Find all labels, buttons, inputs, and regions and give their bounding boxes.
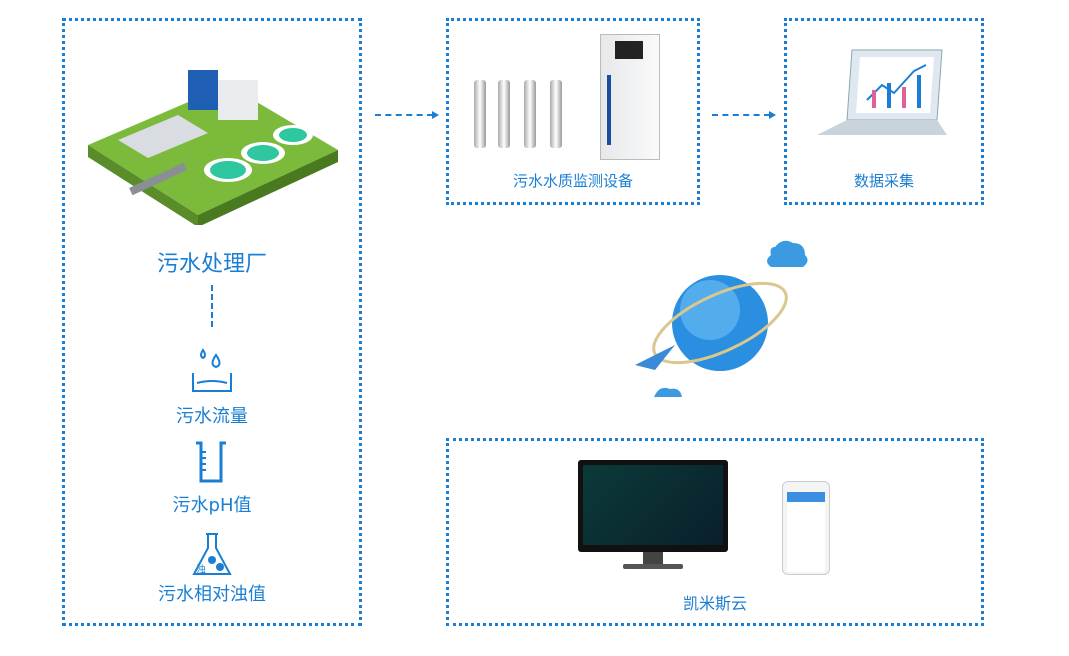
cloud-box [446,438,984,626]
arrow-plant-to-device [375,111,439,119]
collect-box [784,18,984,205]
metric-turbidity-label: 污水相对浊值 [158,584,266,605]
plant-box [62,18,362,626]
flask-icon-text: 浊 [196,565,206,576]
arrow-device-to-collect [712,111,776,119]
laptop-chart-image [817,49,947,135]
treatment-plant-image [88,70,338,225]
device-label: 污水水质监测设备 [512,172,633,190]
phone-app-image [782,481,830,575]
plant-title: 污水处理厂 [156,252,267,277]
collect-label: 数据采集 [853,172,914,190]
flask-icon [192,533,232,575]
sensor-probes-image [470,80,570,150]
monitor-dashboard-image [578,460,728,575]
metric-ph-label: 污水pH值 [172,495,252,516]
dashed-down-arrow [211,285,213,327]
beaker-icon [196,441,226,483]
cloud-label: 凯米斯云 [682,594,747,613]
globe-cloud-image [635,240,808,397]
analyzer-cabinet-image [600,34,660,160]
water-drop-basin-icon [192,348,232,392]
device-box [446,18,700,205]
metric-flow-label: 污水流量 [176,406,248,427]
